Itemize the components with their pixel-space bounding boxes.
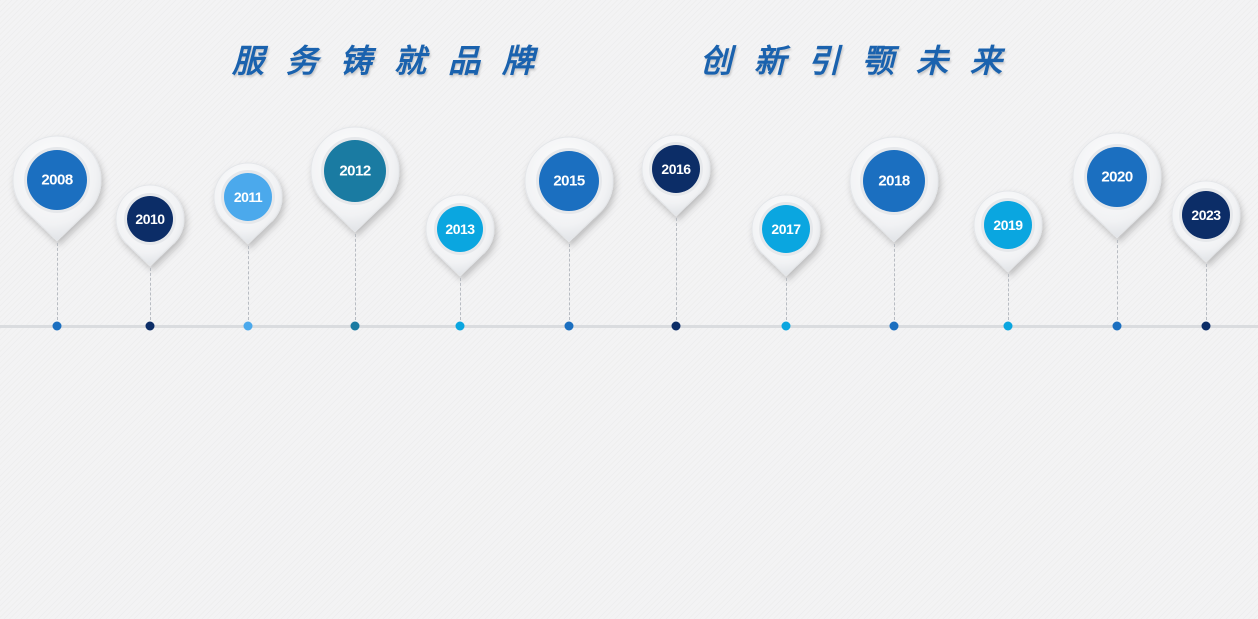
year-label: 2016 <box>661 161 691 177</box>
year-label: 2017 <box>771 221 801 237</box>
connector-line <box>786 277 787 320</box>
connector-line <box>460 277 461 320</box>
connector-line <box>569 243 570 320</box>
connector-line <box>894 243 895 320</box>
timeline-dot <box>781 321 791 331</box>
timeline-dot <box>1003 321 1013 331</box>
timeline-dot <box>889 321 899 331</box>
timeline-dot <box>564 321 574 331</box>
connector-line <box>355 233 356 320</box>
year-label: 2012 <box>339 162 371 180</box>
connector-line <box>248 245 249 320</box>
connector-line <box>57 242 58 320</box>
year-label: 2008 <box>41 171 73 189</box>
connector-line <box>1206 263 1207 320</box>
year-label: 2020 <box>1101 168 1133 186</box>
year-label: 2013 <box>445 221 475 237</box>
timeline-dot <box>243 321 253 331</box>
connector-line <box>150 267 151 320</box>
timeline-dot <box>455 321 465 331</box>
year-label: 2019 <box>993 217 1023 233</box>
timeline-dot <box>145 321 155 331</box>
year-label: 2015 <box>553 172 585 190</box>
timeline-axis <box>0 325 1258 328</box>
slogan-left: 服务铸就品牌 <box>232 42 557 80</box>
timeline-dot <box>52 321 62 331</box>
timeline-dot <box>350 321 360 331</box>
timeline-dot <box>671 321 681 331</box>
year-label: 2018 <box>878 172 910 190</box>
year-label: 2010 <box>135 211 165 227</box>
connector-line <box>676 217 677 320</box>
year-label: 2011 <box>233 189 263 205</box>
connector-line <box>1117 239 1118 320</box>
year-label: 2023 <box>1191 207 1221 223</box>
timeline-dot <box>1112 321 1122 331</box>
connector-line <box>1008 273 1009 320</box>
timeline-dot <box>1201 321 1211 331</box>
slogan-right: 创新引颚未来 <box>700 42 1025 80</box>
